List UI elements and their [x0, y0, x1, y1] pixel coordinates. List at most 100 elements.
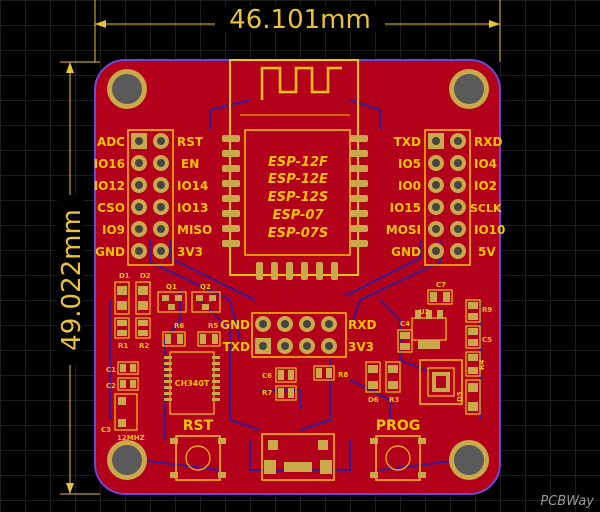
module-side-pads-right — [350, 135, 368, 247]
pin-label-io9: IO9 — [102, 223, 125, 237]
module-model-3: ESP-12S — [268, 190, 328, 205]
prog-button: PROG — [370, 418, 426, 481]
middle-pin-header: GND TXD RXD 3V3 — [220, 312, 376, 358]
component-d2: D2 — [135, 272, 151, 315]
pin-label-txd-mid: TXD — [223, 340, 250, 354]
pin-label-3v3-mid: 3V3 — [348, 340, 374, 354]
label-d6: D6 — [368, 396, 379, 404]
pin-label-cso: CSO — [97, 201, 125, 215]
pin-label-io4: IO4 — [474, 157, 497, 171]
pin-label-io14: IO14 — [177, 179, 208, 193]
component-r5: R5 — [197, 322, 221, 347]
label-d2: D2 — [140, 272, 151, 280]
mounting-hole-top-left — [107, 69, 147, 109]
label-d1: D1 — [119, 272, 130, 280]
component-r4: R4 — [465, 351, 486, 377]
module-model-2: ESP-12E — [268, 172, 328, 187]
mounting-hole-bottom-right — [449, 440, 489, 480]
label-c5: C5 — [482, 336, 492, 344]
rst-button: RST — [170, 418, 226, 481]
module-bottom-pads — [256, 262, 338, 280]
component-r3: R3 — [385, 361, 401, 404]
pin-label-io13: IO13 — [177, 201, 208, 215]
pin-label-5v: 5V — [478, 245, 496, 259]
label-crystal: 12MHZ — [117, 434, 145, 442]
pin-label-io2: IO2 — [474, 179, 497, 193]
antenna-trace — [260, 66, 342, 100]
pin-label-io10: IO10 — [474, 223, 505, 237]
label-d5: D5 — [456, 391, 464, 402]
label-u2: U2 — [419, 308, 430, 316]
label-r6: R6 — [174, 322, 184, 330]
watermark: PCBWay — [540, 494, 594, 509]
pin-label-io15: IO15 — [390, 201, 421, 215]
label-c1: C1 — [106, 366, 116, 374]
label-r3: R3 — [389, 396, 399, 404]
label-q1: Q1 — [166, 283, 177, 291]
component-q2: Q2 — [191, 283, 221, 313]
label-r9: R9 — [482, 306, 492, 314]
rst-button-label: RST — [183, 418, 214, 434]
component-r8: R8 — [313, 365, 348, 381]
height-dimension: 49.022mm — [57, 61, 100, 495]
component-r7: R7 — [262, 385, 297, 401]
component-r6: R6 — [162, 322, 186, 347]
pin-label-io16: IO16 — [94, 157, 125, 171]
left-header-pads — [131, 133, 169, 259]
left-pin-header: ADC IO16 IO12 CSO IO9 GND RST EN IO14 IO… — [94, 129, 212, 266]
module-side-pads-left — [222, 135, 240, 247]
label-ch340t: CH340T — [175, 379, 210, 388]
component-r2: R2 — [135, 317, 151, 350]
component-d1: D1 — [114, 272, 130, 315]
pin-label-adc: ADC — [97, 135, 125, 149]
pin-label-rxd-right: RXD — [474, 135, 502, 149]
bottom-traces — [109, 99, 481, 471]
label-q2: Q2 — [200, 283, 211, 291]
pin-label-rst: RST — [177, 135, 204, 149]
component-u2: U2 — [411, 308, 447, 349]
pin-label-gnd-mid: GND — [220, 318, 250, 332]
pin-label-mosi: MOSI — [386, 223, 421, 237]
component-r9: R9 — [465, 299, 492, 323]
component-crystal: C3 12MHZ — [101, 393, 145, 442]
pin-label-3v3-left: 3V3 — [177, 245, 203, 259]
prog-button-label: PROG — [376, 418, 420, 434]
module-model-4: ESP-07 — [272, 208, 324, 223]
pin-label-gnd-right: GND — [391, 245, 421, 259]
component-q1: Q1 — [157, 283, 187, 313]
label-r2: R2 — [139, 342, 149, 350]
label-c6: C6 — [262, 372, 272, 380]
label-c3: C3 — [101, 426, 111, 434]
component-c2: C2 — [106, 377, 139, 391]
label-r5: R5 — [208, 322, 218, 330]
component-led-module — [419, 359, 463, 405]
mounting-hole-top-right — [449, 69, 489, 109]
pin-label-en: EN — [181, 157, 199, 171]
label-r8: R8 — [338, 371, 348, 379]
pcb-board — [94, 59, 501, 495]
component-d5: D5 — [456, 379, 481, 415]
component-c7: C7 — [427, 281, 453, 305]
pin-label-io5: IO5 — [398, 157, 421, 171]
width-dimension-label: 46.101mm — [229, 5, 371, 35]
label-r1: R1 — [118, 342, 128, 350]
pin-label-gnd-left: GND — [95, 245, 125, 259]
pin-label-io0: IO0 — [398, 179, 421, 193]
label-c7: C7 — [436, 281, 446, 289]
pin-label-sclk: SCLK — [470, 202, 502, 215]
width-dimension: 46.101mm — [94, 0, 501, 62]
label-c4: C4 — [400, 320, 410, 328]
pin-label-txd-right: TXD — [394, 135, 421, 149]
component-c1: C1 — [106, 361, 139, 375]
height-dimension-label: 49.022mm — [57, 209, 87, 351]
label-c2: C2 — [106, 382, 116, 390]
mounting-hole-bottom-left — [107, 440, 147, 480]
label-r4: R4 — [478, 360, 486, 370]
component-ch340t: CH340T — [164, 351, 220, 415]
micro-usb-connector — [261, 433, 335, 481]
pin-label-rxd-mid: RXD — [348, 318, 376, 332]
right-header-pads — [428, 133, 466, 259]
esp-module-footprint: ESP-12F ESP-12E ESP-12S ESP-07 ESP-07S — [222, 59, 368, 280]
pin-label-miso: MISO — [177, 223, 212, 237]
